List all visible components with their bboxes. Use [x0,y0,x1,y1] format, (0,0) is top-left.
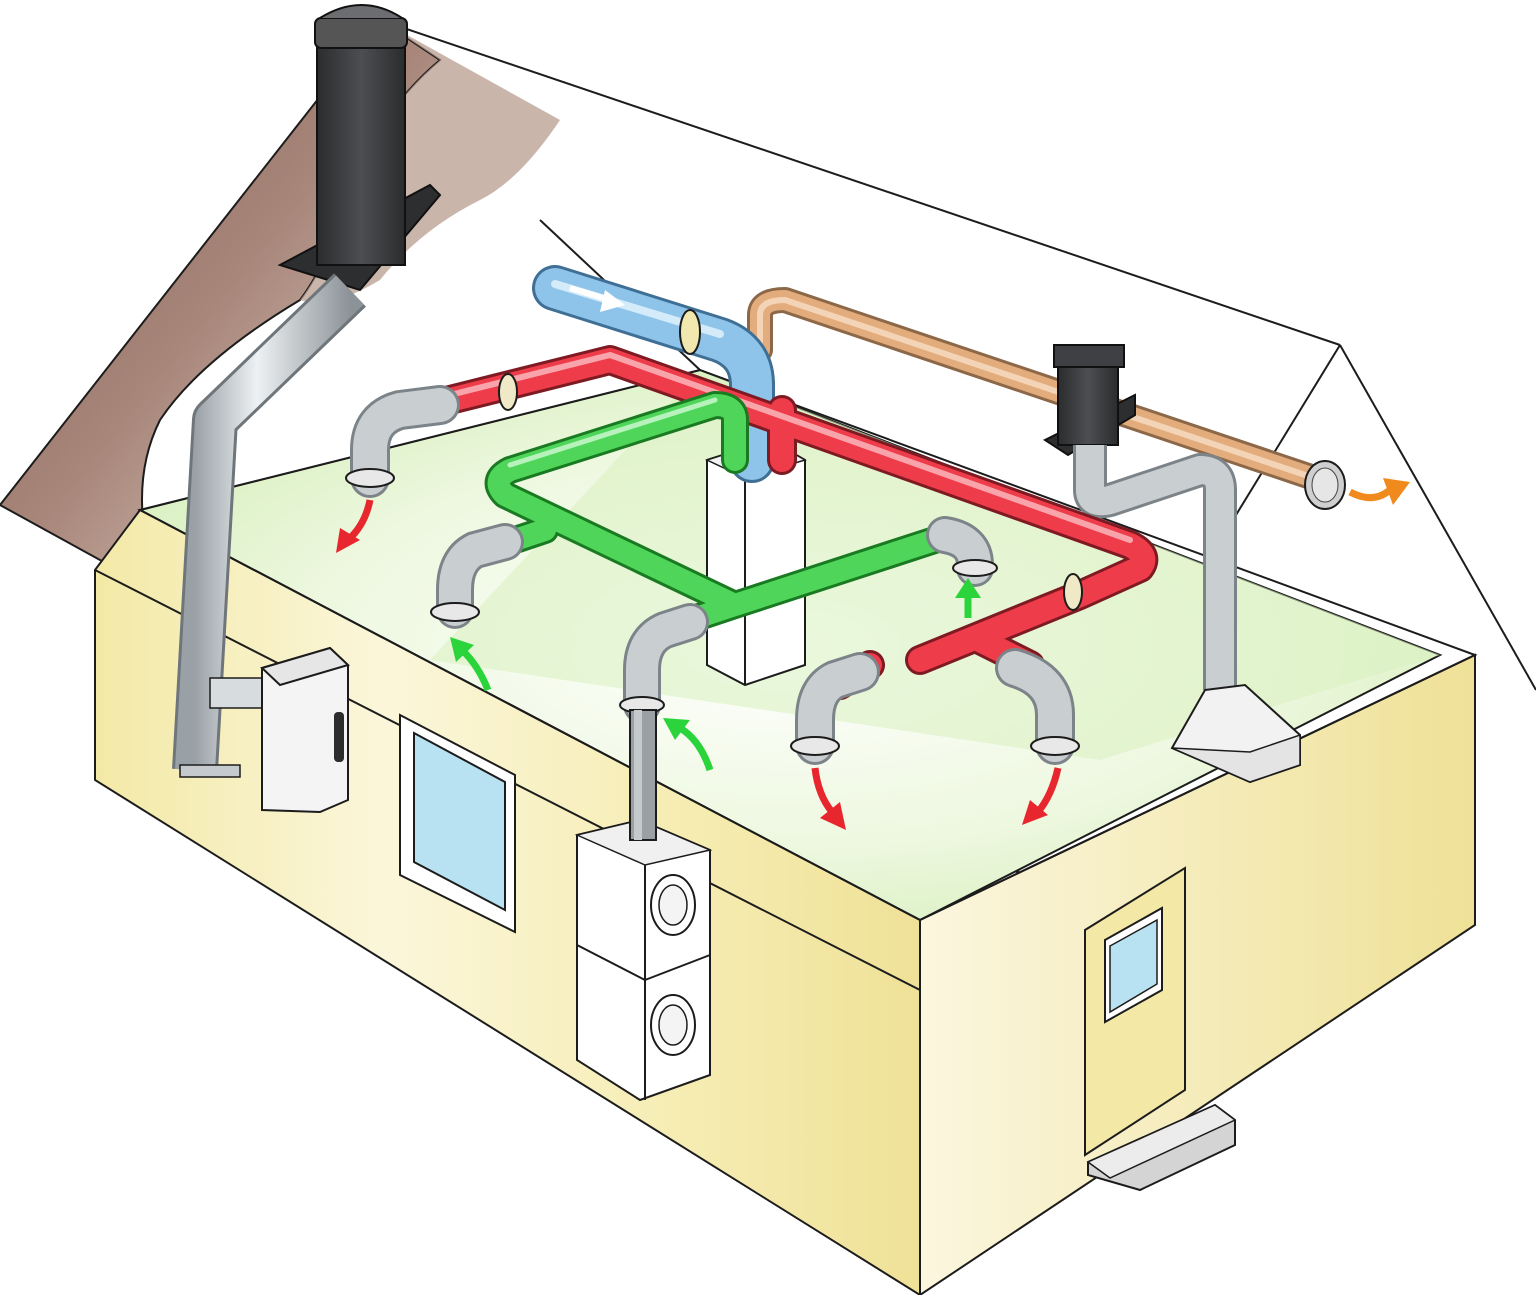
return-airflow-arrows [450,578,981,772]
exhaust-airflow-arrow [1348,485,1395,502]
range-hood-duct [1073,445,1237,690]
door [1084,866,1186,1157]
supply-grille-nw [345,468,395,488]
attic-floor-green-back [430,370,1440,760]
flue-pipe [172,273,366,778]
return-grille-e [952,559,998,577]
return-flex-elbow-w [436,523,524,629]
duct-damper-1 [498,373,518,411]
range-hood [1170,683,1301,784]
supply-flex-elbow-nw [350,385,460,498]
furnace-control-panel [334,712,344,762]
wall-top-rim [137,368,1478,922]
window [399,713,516,934]
door-step [1086,1103,1237,1192]
furnace [260,646,350,814]
return-grille-w [430,602,480,622]
return-flex-elbow-s [623,603,709,724]
dryer-vent-duct [629,709,657,841]
exhaust-vent [1304,460,1346,510]
supply-airflow-arrows [336,499,1062,830]
supply-grille-se1 [790,736,840,756]
supply-flex-elbow-se2 [995,648,1075,765]
exhaust-duct [747,287,1333,493]
supply-grille-se2 [1030,736,1080,756]
intake-collar [679,309,701,355]
duct-damper-2 [1063,573,1083,611]
supply-flex-elbow-se1 [795,652,880,765]
supply-ducts [415,345,1159,700]
roof-vent [1042,344,1136,457]
chimney [277,4,442,292]
stacked-washer-dryer [574,818,713,1102]
